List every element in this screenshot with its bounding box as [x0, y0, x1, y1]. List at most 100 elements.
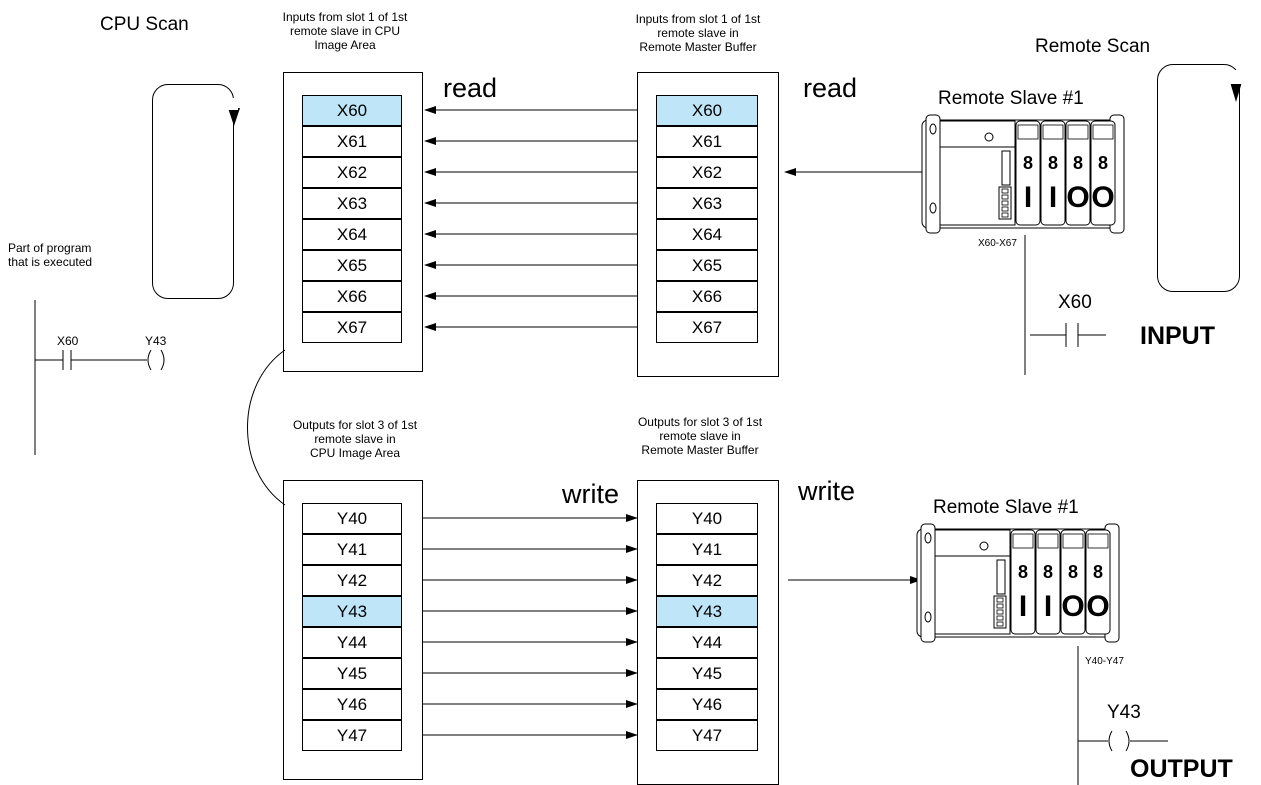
io-module-size-label: 8: [1093, 562, 1103, 582]
cpu-port-pin: [1001, 194, 1009, 200]
io-module-3: [1065, 120, 1091, 226]
output-cpu-register-cell: Y44: [302, 627, 402, 658]
rack-mount-left: [925, 114, 941, 234]
io-module-tab: [1092, 124, 1114, 140]
input-cpu-register-cell: X62: [302, 157, 402, 188]
input-buffer-register-cell: X67: [656, 312, 758, 343]
output-buffer-register-cell: Y43: [656, 596, 758, 627]
cpu-port-pin: [1001, 200, 1009, 206]
input-buffer-register-cell: X64: [656, 219, 758, 250]
output-cpu-caption-1: Outputs for slot 3 of 1st: [292, 418, 418, 432]
io-module-size-label: 8: [1018, 562, 1028, 582]
io-module-tab: [1042, 124, 1064, 140]
input-cpu-caption-2: remote slave in CPU: [289, 24, 401, 38]
cpu-led: [979, 541, 989, 551]
io-module-2: [1040, 120, 1066, 226]
io-module-type-label: O: [1066, 181, 1089, 214]
remote-scan-label: Remote Scan: [1035, 36, 1151, 57]
output-buffer-register-cell: Y40: [656, 503, 758, 534]
input-buffer-caption-1: Inputs from slot 1 of 1st: [635, 12, 761, 26]
remote-scan-loop: [1157, 64, 1240, 292]
io-module-size-label: 8: [1073, 153, 1083, 173]
input-buffer-register-cell: X60: [656, 95, 758, 126]
remote-scan-arrowhead: [1230, 82, 1242, 102]
cpu-port-pin: [996, 609, 1004, 615]
cpu-port-pin: [1001, 212, 1009, 218]
output-buffer-register-cell: Y41: [656, 534, 758, 565]
cpu-port-pin: [996, 597, 1004, 603]
cpu-scan-arrowhead: [228, 108, 240, 126]
io-module-type-label: I: [1019, 590, 1027, 623]
output-cpu-caption-3: CPU Image Area: [309, 446, 401, 460]
io-module-1: [1010, 529, 1036, 635]
input-cpu-register-cell: X63: [302, 188, 402, 219]
input-word: INPUT: [1140, 322, 1215, 350]
io-module-tab: [1067, 124, 1089, 140]
ladder-rung: [34, 300, 165, 455]
io-module-tab: [1037, 533, 1059, 549]
io-module-4: [1090, 120, 1116, 226]
io-module-2: [1035, 529, 1061, 635]
rack-mount-left: [920, 523, 936, 643]
output-buffer-register-cell: Y45: [656, 658, 758, 689]
output-cpu-caption-2: remote slave in: [314, 432, 396, 446]
cpu-scan-label: CPU Scan: [100, 14, 189, 35]
io-module-3: [1060, 529, 1086, 635]
ladder-contact-label: X60: [57, 334, 79, 348]
output-buffer-caption-3: Remote Master Buffer: [641, 443, 759, 457]
input-buffer-register-cell: X66: [656, 281, 758, 312]
output-word: OUTPUT: [1130, 755, 1233, 783]
read-label-right: read: [803, 73, 858, 103]
cpu-display: [1001, 150, 1011, 186]
io-module-1: [1015, 120, 1041, 226]
io-module-tab: [1087, 533, 1109, 549]
input-cpu-register-cell: X61: [302, 126, 402, 157]
input-buffer-register-cell: X63: [656, 188, 758, 219]
rack-hole: [924, 532, 932, 544]
cpu-port-pin: [1001, 206, 1009, 212]
io-module-type-label: I: [1024, 181, 1032, 214]
input-cpu-caption-3: Image Area: [314, 38, 376, 52]
output-cpu-register-cell: Y47: [302, 720, 402, 751]
cpu-port-pin: [996, 603, 1004, 609]
output-cpu-register-cell: Y43: [302, 596, 402, 627]
io-module-4: [1085, 529, 1111, 635]
output-cpu-register-cell: Y40: [302, 503, 402, 534]
output-buffer-register-cell: Y42: [656, 565, 758, 596]
input-cpu-register-cell: X60: [302, 95, 402, 126]
io-module-size-label: 8: [1043, 562, 1053, 582]
output-cpu-register-cell: Y46: [302, 689, 402, 720]
ladder-coil-label: Y43: [145, 334, 167, 348]
io-module-tab: [1012, 533, 1034, 549]
output-range-label: Y40-Y47: [1085, 656, 1124, 667]
rack-hole: [924, 611, 932, 623]
cpu-module-top: [934, 529, 1011, 557]
cpu-port-pin: [996, 621, 1004, 627]
input-cpu-register-cell: X66: [302, 281, 402, 312]
input-buffer-register-cell: X65: [656, 250, 758, 281]
rack-hole: [929, 123, 937, 135]
io-module-tab: [1017, 124, 1039, 140]
rack-hole: [929, 202, 937, 214]
output-cpu-register-cell: Y45: [302, 658, 402, 689]
output-coil-label: Y43: [1107, 702, 1141, 723]
remote-input-rung: [1024, 235, 1106, 375]
input-range-label: X60-X67: [978, 238, 1017, 249]
cpu-led: [984, 132, 994, 142]
io-module-type-label: O: [1091, 181, 1114, 214]
io-module-tab: [1062, 533, 1084, 549]
output-buffer-register-cell: Y44: [656, 627, 758, 658]
cpu-module-top: [939, 120, 1016, 148]
cpu-port-pin: [1001, 188, 1009, 194]
program-note-line2: that is executed: [8, 255, 93, 269]
io-module-size-label: 8: [1023, 153, 1033, 173]
image-area-link-curve: [247, 349, 286, 506]
input-buffer-caption-2: remote slave in: [657, 26, 739, 40]
cpu-scan-loop: [152, 84, 234, 299]
output-buffer-register-cell: Y47: [656, 720, 758, 751]
